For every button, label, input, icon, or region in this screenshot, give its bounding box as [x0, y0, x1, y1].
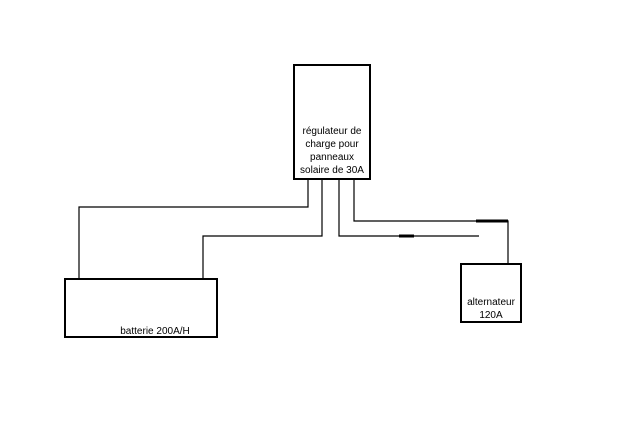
- battery-box: batterie 200A/H: [64, 278, 218, 338]
- charge-regulator-line-3: panneaux: [310, 152, 354, 163]
- alternator-label: alternateur 120A: [462, 296, 520, 322]
- charge-regulator-label: régulateur de charge pour panneaux solai…: [295, 125, 369, 177]
- wire-regulator-battery-left: [78, 180, 309, 278]
- charge-regulator-box: régulateur de charge pour panneaux solai…: [293, 64, 371, 180]
- charge-regulator-line-2: charge pour: [305, 139, 359, 150]
- alternator-line-2: 120A: [479, 310, 503, 321]
- alternator-line-1: alternateur: [467, 297, 515, 308]
- alternator-box: alternateur 120A: [460, 263, 522, 323]
- charge-regulator-line-1: régulateur de: [302, 126, 362, 137]
- charge-regulator-line-4: solaire de 30A: [300, 165, 364, 176]
- wire-regulator-alternator-upper: [353, 180, 509, 263]
- wire-regulator-alternator-lower: [338, 180, 479, 237]
- wire-regulator-battery-right: [202, 180, 323, 278]
- battery-label: batterie 200A/H: [120, 326, 190, 337]
